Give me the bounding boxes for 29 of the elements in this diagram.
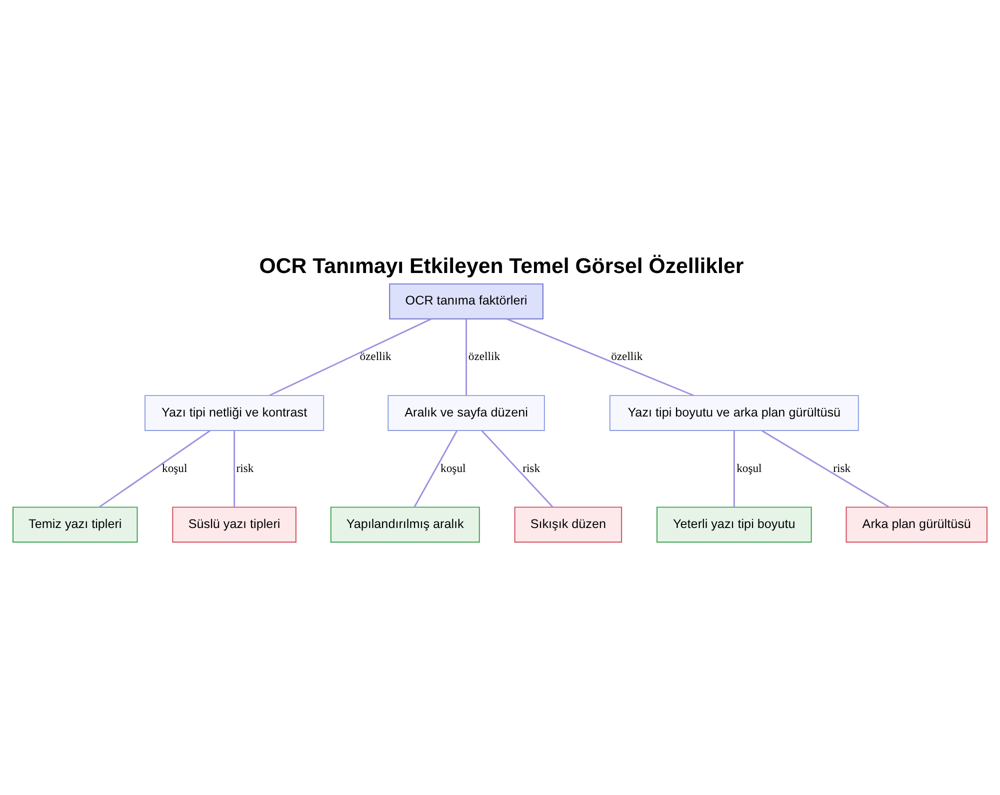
node-box: Süslü yazı tipleri	[172, 506, 296, 543]
node-box: Arka plan gürültüsü	[846, 506, 988, 543]
edge-label: risk	[833, 462, 851, 475]
edge-label: koşul	[440, 462, 466, 475]
edge-label: özellik	[468, 350, 500, 364]
node-box: Yapılandırılmış aralık	[330, 506, 480, 543]
connector	[466, 319, 467, 396]
connector	[234, 430, 236, 507]
node-box: Sıkışık düzen	[514, 506, 622, 543]
connector	[733, 430, 735, 507]
edge-label: koşul	[736, 462, 762, 475]
connector	[506, 318, 694, 396]
connector	[414, 430, 458, 508]
node-box: OCR tanıma faktörleri	[389, 283, 544, 320]
node-box: Yazı tipi boyutu ve arka plan gürültüsü	[609, 395, 859, 431]
edge-label: risk	[522, 462, 540, 475]
connector	[98, 430, 211, 508]
node-box: Yazı tipi netliği ve kontrast	[144, 395, 324, 431]
connector	[481, 430, 554, 508]
connector	[269, 318, 432, 396]
edge-label: koşul	[162, 462, 188, 475]
connector	[761, 430, 890, 508]
node-box: Aralık ve sayfa düzeni	[388, 395, 545, 431]
node-box: Yeterli yazı tipi boyutu	[656, 506, 812, 543]
node-box: Temiz yazı tipleri	[12, 506, 138, 543]
edge-label: özellik	[360, 350, 392, 364]
edge-label: risk	[236, 462, 254, 475]
edge-label: özellik	[611, 350, 643, 364]
diagram-title: OCR Tanımayı Etkileyen Temel Görsel Özellikler	[259, 254, 744, 278]
